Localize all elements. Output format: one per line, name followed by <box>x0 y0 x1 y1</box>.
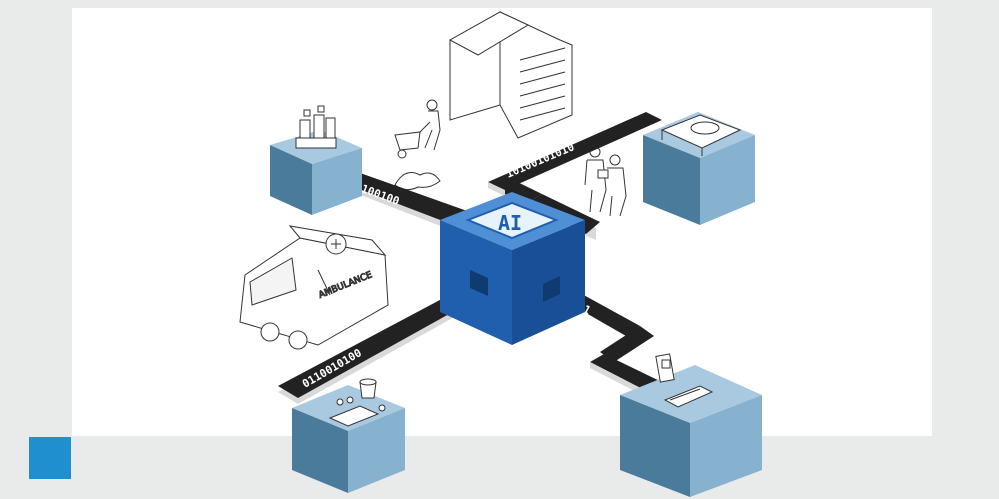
ai-label: AI <box>498 211 522 235</box>
medicine-bottles-icon <box>295 105 337 149</box>
bottom-band <box>0 436 999 499</box>
node-cube-surgery <box>643 112 755 225</box>
hospital-bed-icon <box>660 114 742 156</box>
node-cube-pharmacy <box>270 105 362 215</box>
ai-hub-cube: AI <box>440 192 585 345</box>
doctors-icon <box>584 146 627 217</box>
credit-card-terminal-icon <box>655 353 714 408</box>
ambulance-icon: AMBULANCE <box>239 225 389 350</box>
node-cube-prescriptions <box>292 378 405 493</box>
prescription-pills-icon <box>328 378 386 427</box>
building-icon <box>448 11 573 139</box>
accent-square <box>29 437 71 479</box>
node-cube-payment <box>620 353 762 497</box>
worker-wheelbarrow-icon <box>394 99 441 191</box>
